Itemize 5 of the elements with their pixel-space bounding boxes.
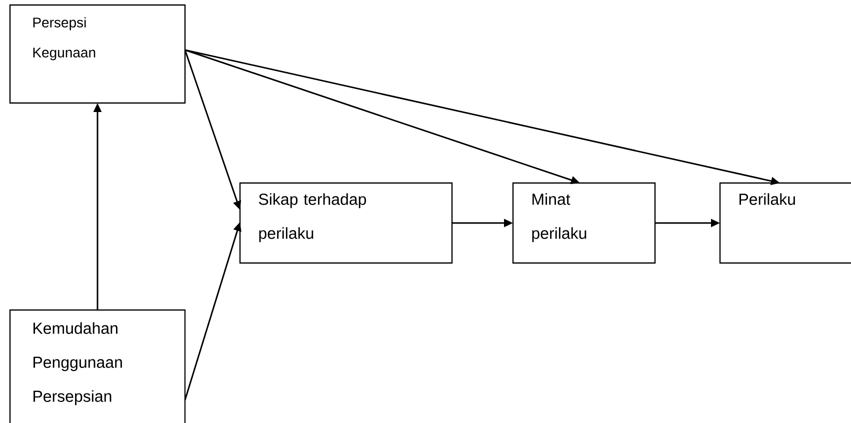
process-box: Sikap terhadap perilaku [239,182,453,264]
process-box: Persepsi Kegunaan [9,4,186,104]
process-box: Minat perilaku [512,182,656,264]
process-box: Perilaku [719,182,851,264]
process-box: Kemudahan Penggunaan Persepsian [9,309,186,423]
